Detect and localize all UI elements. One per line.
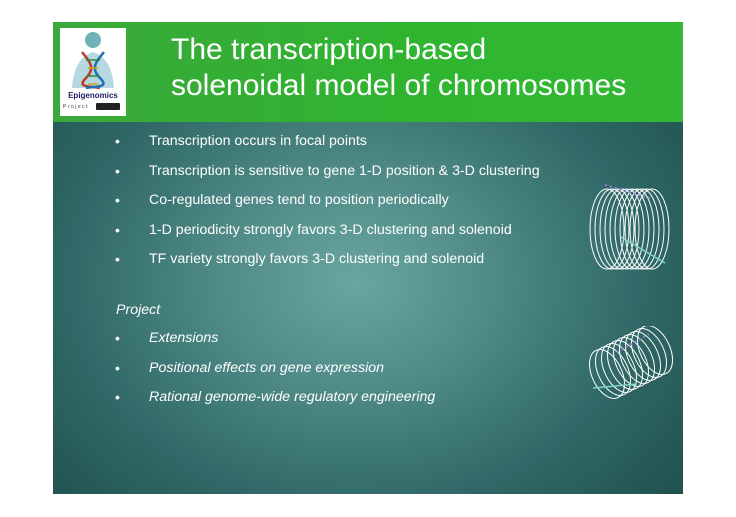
bullet-item: • TF variety strongly favors 3-D clusteri… xyxy=(115,248,675,278)
bullet-text: Co-regulated genes tend to position peri… xyxy=(149,192,449,208)
epigenomics-logo: Epigenomics Project xyxy=(60,28,126,116)
bullet-item: • Transcription is sensitive to gene 1-D … xyxy=(115,160,675,190)
title-line-2: solenoidal model of chromosomes xyxy=(171,69,627,102)
slide-header: Epigenomics Project The transcription-ba… xyxy=(53,22,683,122)
dna-person-icon xyxy=(72,32,114,90)
bullet-text: Transcription occurs in focal points xyxy=(149,133,367,149)
bullet-marker: • xyxy=(115,162,120,179)
bullet-marker: • xyxy=(115,221,120,238)
bullet-item: • 1-D periodicity strongly favors 3-D clu… xyxy=(115,219,675,249)
slide-title: The transcription-based solenoidal model… xyxy=(171,32,671,104)
solenoid-coil-icon xyxy=(589,326,673,399)
bullet-marker: • xyxy=(115,359,120,376)
project-item-text: Rational genome-wide regulatory engineer… xyxy=(149,389,436,405)
bullet-marker: • xyxy=(115,251,120,267)
title-line-1: The transcription-based xyxy=(171,33,487,66)
bullet-text: TF variety strongly favors 3-D clusterin… xyxy=(149,251,485,267)
bullet-marker: • xyxy=(115,192,120,208)
bullet-marker: • xyxy=(115,389,120,405)
project-item-text: Positional effects on gene expression xyxy=(149,359,385,376)
bullet-text: 1-D periodicity strongly favors 3-D clus… xyxy=(149,221,512,238)
logo-text: Epigenomics xyxy=(68,91,118,100)
project-heading: Project xyxy=(116,302,161,318)
bullet-marker: • xyxy=(115,133,120,149)
project-item: • Positional effects on gene expression xyxy=(115,357,675,387)
project-item: • Rational genome-wide regulatory enginee… xyxy=(115,386,675,416)
project-item-text: Extensions xyxy=(149,330,219,346)
bullet-marker: • xyxy=(115,330,120,346)
project-item: • Extensions xyxy=(115,327,675,357)
bullet-list: • Transcription occurs in focal points • T… xyxy=(115,130,675,278)
bullet-item: • Transcription occurs in focal points xyxy=(115,130,675,160)
project-list: • Extensions • Positional effects on gene … xyxy=(115,327,675,416)
bullet-text: Transcription is sensitive to gene 1-D p… xyxy=(149,162,540,179)
solenoid-coil-icon xyxy=(589,184,670,270)
logo-subtext: Project xyxy=(63,104,90,110)
bullet-item: • Co-regulated genes tend to position per… xyxy=(115,189,675,219)
logo-arrow-icon xyxy=(96,103,120,110)
slide: Epigenomics Project The transcription-ba… xyxy=(53,22,683,494)
